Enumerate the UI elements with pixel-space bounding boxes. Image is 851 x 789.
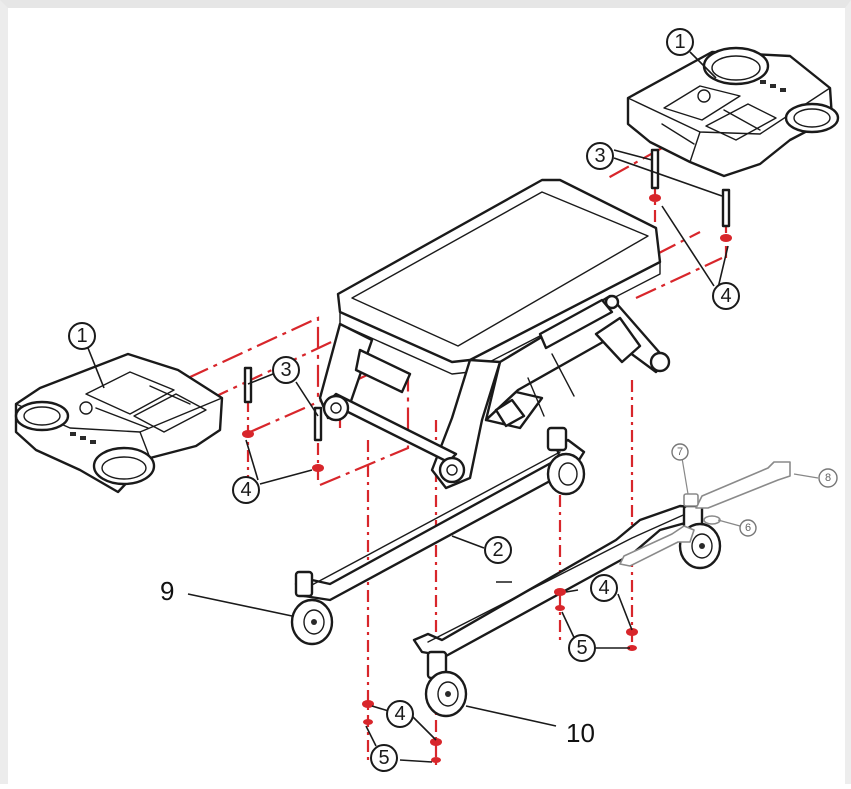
callout-2-frame-front: 2 xyxy=(484,536,512,564)
leader-lines xyxy=(87,51,819,763)
svg-text:2: 2 xyxy=(492,539,503,561)
bolt-left-2 xyxy=(313,406,323,442)
washers-and-nuts xyxy=(242,194,732,763)
svg-text:7: 7 xyxy=(677,446,683,458)
small-nut-icon xyxy=(683,493,699,507)
svg-text:1: 1 xyxy=(76,325,87,347)
caster-front xyxy=(424,650,468,718)
callout-5-nut-left: 5 xyxy=(370,744,398,772)
bolts xyxy=(243,148,731,442)
svg-text:6: 6 xyxy=(745,522,751,534)
svg-text:1: 1 xyxy=(674,31,685,53)
hex-key-icon xyxy=(619,525,695,567)
caster-rear-left xyxy=(546,426,586,496)
tool-tray-right xyxy=(626,46,840,178)
callout-5-nut-right: 5 xyxy=(568,634,596,662)
wrench-tools xyxy=(619,461,791,567)
bolt-right-1 xyxy=(650,148,660,190)
caster-left xyxy=(290,570,334,646)
svg-text:4: 4 xyxy=(598,577,609,599)
callout-1-tray-left: 1 xyxy=(68,322,96,350)
guide-left-tray-3 xyxy=(319,372,410,487)
svg-text:3: 3 xyxy=(280,359,291,381)
callout-4-washer-front-left: 4 xyxy=(386,700,414,728)
callout-3-bolt-left: 3 xyxy=(272,356,300,384)
callout-4-washer-front-right: 4 xyxy=(590,574,618,602)
svg-text:8: 8 xyxy=(825,472,831,484)
callout-7-small-nut: 7 xyxy=(671,443,689,461)
callout-4-washer-right: 4 xyxy=(712,282,740,310)
svg-text:3: 3 xyxy=(594,145,605,167)
svg-text:4: 4 xyxy=(240,479,251,501)
bolt-right-2 xyxy=(721,188,731,228)
callout-6-small-washer: 6 xyxy=(739,519,757,537)
bolt-left-1 xyxy=(243,366,253,404)
seat-assembly xyxy=(318,178,671,490)
callout-3-bolt-right: 3 xyxy=(586,142,614,170)
wrench-icon xyxy=(695,461,791,509)
guide-right-tray-2 xyxy=(635,257,723,299)
small-washer-icon xyxy=(703,515,721,525)
callout-8-wrench: 8 xyxy=(818,468,838,488)
svg-text:4: 4 xyxy=(394,703,405,725)
label-10-caster-front: 10 xyxy=(566,718,595,748)
svg-text:4: 4 xyxy=(720,285,731,307)
callout-4-washer-left: 4 xyxy=(232,476,260,504)
tool-tray-left xyxy=(14,352,224,494)
svg-text:5: 5 xyxy=(576,637,587,659)
label-9-caster-left: 9 xyxy=(160,576,174,606)
callout-1-tray-right: 1 xyxy=(666,28,694,56)
svg-text:5: 5 xyxy=(378,747,389,769)
base-frame xyxy=(294,438,702,658)
